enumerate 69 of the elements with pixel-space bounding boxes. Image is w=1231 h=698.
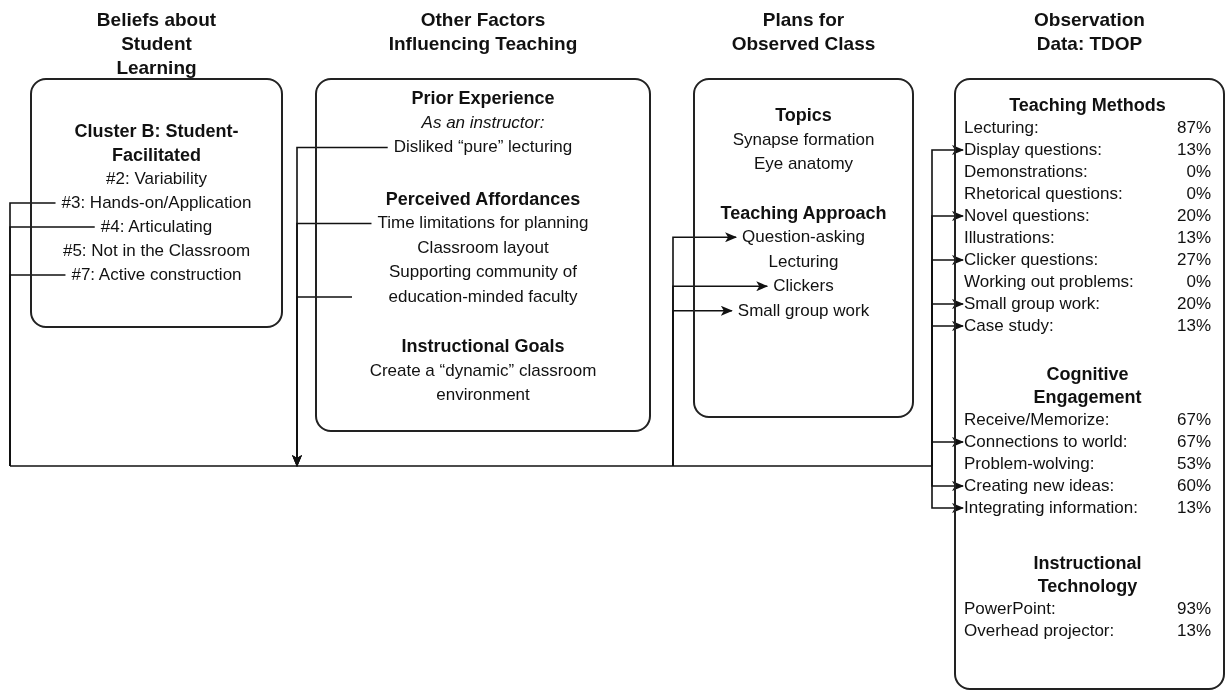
percentage-value: 0% [1186,271,1211,293]
list-item: #3: Hands-on/Application [61,191,252,215]
percentage-value: 67% [1176,409,1211,431]
list-item: Time limitations for planning [377,211,589,236]
percentage-value: 20% [1176,205,1211,227]
item-label: Clicker questions: [964,249,1099,271]
list-item: Eye anatomy [753,153,854,175]
percentage-value: 13% [1176,620,1211,642]
list-item: #7: Active construction [71,263,242,287]
section-heading: Instructional Goals [401,335,565,358]
item-label: Small group work: [964,293,1101,315]
percentage-value: 67% [1176,431,1211,453]
item-label: Illustrations: [964,227,1055,249]
list-item: Small group work [737,298,870,323]
percentage-value: 53% [1176,453,1211,475]
percentage-value: 27% [1176,249,1211,271]
percentage-value: 13% [1176,139,1211,161]
list-item: #4: Articulating [100,215,213,239]
section-heading: Teaching Approach [720,201,887,225]
item-label: Connections to world: [964,431,1128,453]
percentage-value: 13% [1176,315,1211,337]
section-heading: Cluster B: Student-Facilitated [73,120,240,167]
item-label: PowerPoint: [964,598,1056,620]
column-heading: Beliefs about Student Learning [95,8,218,80]
italic-note: As an instructor: [421,111,545,134]
percentage-value: 20% [1176,293,1211,315]
list-item: Synapse formation [732,128,875,151]
percentage-value: 13% [1176,227,1211,249]
item-label: Overhead projector: [964,620,1115,642]
percentage-value: 93% [1176,598,1211,620]
item-label: Rhetorical questions: [964,183,1123,205]
section-heading: Prior Experience [411,87,555,110]
percentage-value: 60% [1176,475,1211,497]
section-heading: Cognitive Engagement [1032,363,1143,409]
item-label: Display questions: [964,139,1102,161]
column-heading: Other Factors Influencing Teaching [387,8,579,56]
section-heading: Perceived Affordances [385,187,581,211]
section-heading: Instructional Technology [1032,552,1143,598]
section-heading: Topics [775,104,832,127]
arrow [292,296,353,467]
arrow [931,465,964,513]
list-item: Disliked “pure” lecturing [393,135,573,160]
list-item: Clickers [773,274,834,299]
list-item: #5: Not in the Classroom [62,240,251,262]
list-item: Create a “dynamic” classroom environment [368,359,598,406]
column-heading: Plans for Observed Class [730,8,877,56]
percentage-value: 0% [1186,161,1211,183]
arrow [672,305,733,467]
item-label: Novel questions: [964,205,1090,227]
list-item: Classroom layout [417,236,549,259]
arrow [931,437,964,467]
item-label: Problem-wolving: [964,453,1095,475]
item-label: Lecturing: [964,117,1039,139]
percentage-value: 87% [1176,117,1211,139]
list-item: #2: Variability [106,168,207,190]
item-label: Case study: [964,315,1054,337]
column-heading: Observation Data: TDOP [1033,8,1146,56]
list-item: Question-asking [742,225,865,250]
section-heading: Teaching Methods [1009,94,1166,117]
item-label: Creating new ideas: [964,475,1115,497]
item-label: Working out problems: [964,271,1134,293]
item-label: Receive/Memorize: [964,409,1110,431]
item-label: Integrating information: [964,497,1138,519]
percentage-value: 13% [1176,497,1211,519]
connector-line [9,274,67,467]
item-label: Demonstrations: [964,161,1088,183]
list-item: Supporting community of education-minded faculty [358,260,608,309]
list-item: Lecturing [768,250,839,273]
percentage-value: 0% [1186,183,1211,205]
